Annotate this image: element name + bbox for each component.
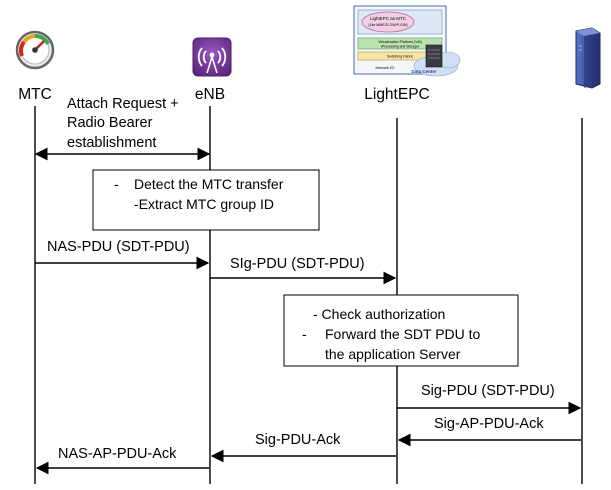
svg-text:Virtualization Platform (VM): Virtualization Platform (VM) — [378, 40, 422, 44]
gauge-icon — [15, 30, 55, 70]
note-bullet-dash-2: - — [302, 326, 307, 342]
svg-text:Network I/O: Network I/O — [376, 66, 395, 70]
note-line-detect: Detect the MTC transfer — [134, 176, 284, 192]
note-line-check: - Check authorization — [313, 306, 445, 322]
note-line-extract: -Extract MTC group ID — [134, 196, 274, 212]
svg-text:LightEPC as MTC: LightEPC as MTC — [370, 16, 407, 21]
note-bullet-dash: - — [114, 176, 119, 192]
svg-text:(Lite MME/S-GW/P-GW): (Lite MME/S-GW/P-GW) — [368, 23, 407, 27]
message-label-sig-pdu-ack: Sig-PDU-Ack — [255, 432, 341, 448]
message-label-attach-line1: Attach Request + — [67, 96, 179, 112]
message-label-attach-line2: Radio Bearer — [67, 115, 153, 131]
antenna-icon — [192, 37, 232, 77]
message-label-nas-pdu: NAS-PDU (SDT-PDU) — [47, 239, 190, 255]
note-box-authorization — [283, 294, 519, 367]
svg-text:Data Center: Data Center — [411, 69, 437, 74]
note-line-forward: Forward the SDT PDU to — [325, 326, 481, 342]
note-box-mtc-detection — [92, 169, 320, 231]
message-label-attach-line3: establishment — [67, 135, 156, 151]
message-label-nas-ap-pdu-ack: NAS-AP-PDU-Ack — [58, 446, 177, 462]
lightepc-architecture-icon: LightEPC as MTC (Lite MME/S-GW/P-GW) Vir… — [353, 5, 461, 77]
participant-label-mtc: MTC — [18, 86, 52, 103]
svg-text:(Processing and Storage): (Processing and Storage) — [381, 45, 419, 49]
message-label-sig-pdu-app: Sig-PDU (SDT-PDU) — [421, 383, 555, 399]
message-label-sig-ap-pdu-ack: Sig-AP-PDU-Ack — [434, 416, 544, 432]
participant-label-enb: eNB — [195, 86, 225, 103]
svg-text:Switching Fabric: Switching Fabric — [387, 55, 414, 59]
server-icon — [575, 27, 601, 89]
message-label-sig-pdu-enb: SIg-PDU (SDT-PDU) — [230, 256, 365, 272]
note-line-app-server: the application Server — [325, 346, 461, 362]
participant-label-lightepc: LightEPC — [364, 86, 429, 103]
